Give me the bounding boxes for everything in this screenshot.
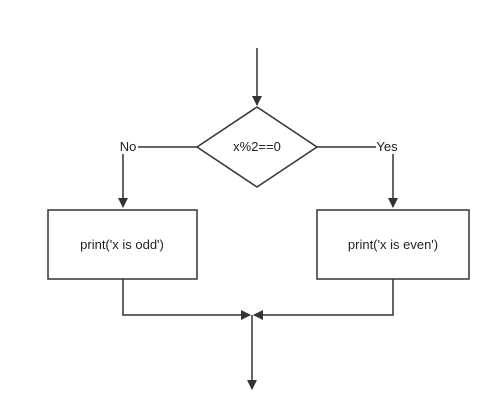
decision-condition-text: x%2==0 xyxy=(233,139,281,154)
odd-process-box xyxy=(47,209,198,280)
even-process-box xyxy=(316,209,470,280)
yes-branch-label: Yes xyxy=(376,139,398,154)
no-branch-label: No xyxy=(120,139,137,154)
decision-diamond xyxy=(195,106,319,188)
odd-process-text: print('x is odd') xyxy=(80,237,164,252)
merge-right-connector xyxy=(253,279,394,320)
merge-left-connector xyxy=(122,279,251,320)
even-process-text: print('x is even') xyxy=(348,237,438,252)
